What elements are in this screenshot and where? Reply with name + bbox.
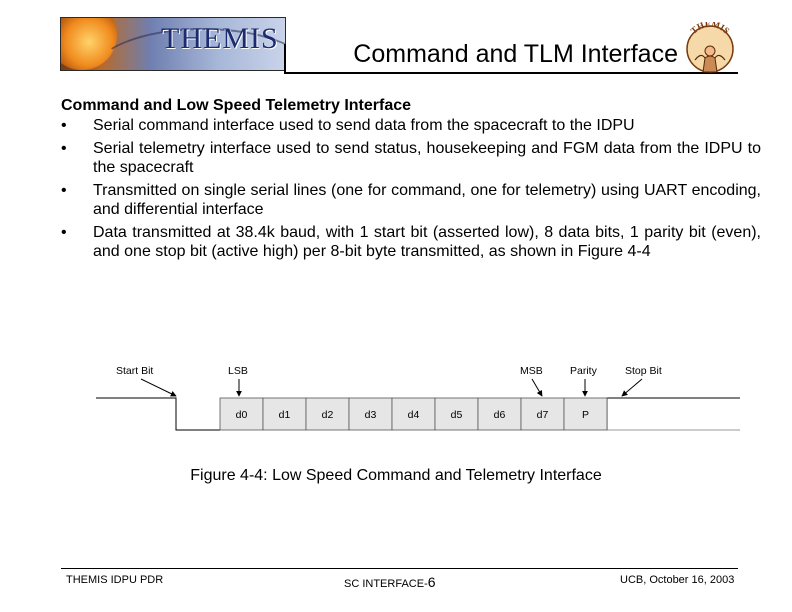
- bit-cell-label: d4: [408, 409, 420, 421]
- title-rule-tick: [284, 44, 286, 74]
- bullet-text: Transmitted on single serial lines (one …: [93, 182, 761, 218]
- bit-cell: [477, 397, 522, 431]
- bullet-text: Serial telemetry interface used to send …: [93, 140, 761, 176]
- bullet-item: • Data transmitted at 38.4k baud, with 1 …: [61, 223, 761, 261]
- footer-left: THEMIS IDPU PDR: [66, 574, 164, 586]
- bullet-glyph: •: [61, 224, 67, 241]
- waveform-start: [96, 397, 220, 431]
- bit-cell: [305, 397, 350, 431]
- title-rule: [284, 72, 738, 74]
- label-stop-bit: Stop Bit: [625, 365, 662, 377]
- figure-caption: Figure 4‑4: Low Speed Command and Teleme…: [190, 467, 602, 484]
- bit-cell-label: d6: [494, 409, 506, 421]
- logo-wordmark: THEMIS: [161, 22, 279, 55]
- page-number: 6: [427, 574, 436, 590]
- section-heading: Command and Low Speed Telemetry Interfac…: [61, 97, 412, 114]
- slide-content: Command and Low Speed Telemetry Interfac…: [61, 96, 761, 265]
- label-parity: Parity: [570, 365, 598, 377]
- bit-cell: [348, 397, 393, 431]
- label-start-bit: Start Bit: [116, 365, 153, 377]
- footer-rule: [61, 568, 738, 569]
- msb-arrow: [531, 378, 543, 397]
- bit-cell-label: P: [582, 409, 589, 421]
- bullet-glyph: •: [61, 182, 67, 199]
- bit-cell: [262, 397, 307, 431]
- bit-cell-label: d5: [451, 409, 463, 421]
- bullet-item: • Transmitted on single serial lines (one…: [61, 181, 761, 219]
- bullet-list: • Serial command interface used to send d…: [61, 116, 761, 261]
- bit-cells: d0 d1 d2 d3 d4 d5 d6 d7 P: [219, 397, 608, 431]
- bit-cell: [391, 397, 436, 431]
- themis-mascot-badge: THEMIS: [686, 22, 734, 73]
- slide-title: Command and TLM Interface: [353, 40, 678, 68]
- bullet-item: • Serial command interface used to send d…: [61, 116, 761, 135]
- bit-cell: [563, 397, 608, 431]
- footer-section: SC INTERFACE-: [344, 578, 428, 590]
- bullet-glyph: •: [61, 140, 67, 157]
- uart-frame-diagram: Start Bit LSB MSB Parity Stop Bit d0 d1 d2…: [96, 365, 740, 431]
- bit-cell-label: d3: [365, 409, 377, 421]
- bullet-text: Data transmitted at 38.4k baud, with 1 s…: [93, 224, 761, 260]
- bit-cell-label: d7: [537, 409, 549, 421]
- start-bit-arrow: [140, 378, 177, 397]
- themis-logo: THEMIS: [60, 17, 286, 71]
- orbit-arc: [91, 28, 285, 70]
- bit-cell-label: d2: [322, 409, 334, 421]
- stop-bit-arrow: [621, 378, 643, 397]
- bullet-glyph: •: [61, 117, 67, 134]
- label-msb: MSB: [520, 365, 543, 377]
- footer-right: UCB, October 16, 2003: [620, 574, 735, 586]
- bullet-text: Serial command interface used to send da…: [93, 117, 635, 134]
- footer-center: SC INTERFACE-6: [344, 574, 436, 590]
- bit-cell-label: d1: [279, 409, 291, 421]
- bit-cell-label: d0: [236, 409, 248, 421]
- bit-cell: [434, 397, 479, 431]
- label-lsb: LSB: [228, 365, 248, 377]
- bullet-item: • Serial telemetry interface used to send…: [61, 139, 761, 177]
